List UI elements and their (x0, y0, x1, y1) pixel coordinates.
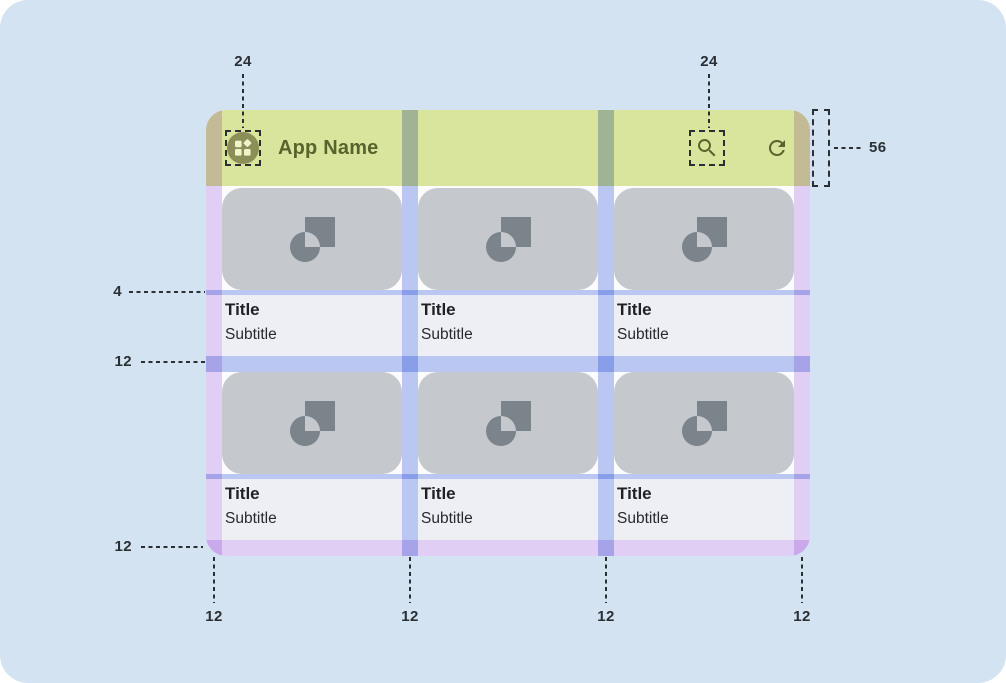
measure-line-12-bottom-left (141, 546, 203, 548)
measure-label-24-left: 24 (234, 53, 252, 70)
measure-line-24-right (708, 74, 710, 128)
image-placeholder-icon (289, 400, 335, 446)
card[interactable]: Title Subtitle (222, 186, 402, 356)
card-title: Title (225, 300, 260, 319)
app-logo-button[interactable] (227, 132, 259, 164)
card-subtitle: Subtitle (617, 326, 669, 343)
card-image-placeholder (222, 188, 402, 290)
measure-label-24-right: 24 (700, 53, 718, 70)
card-subtitle: Subtitle (421, 510, 473, 527)
measure-label-56: 56 (869, 139, 887, 156)
refresh-button[interactable] (764, 135, 790, 161)
measure-label-12-col-c: 12 (597, 608, 615, 625)
measure-label-12-row: 12 (114, 353, 132, 370)
app-mockup: App Name (206, 110, 810, 556)
measure-line-12-col-c (605, 557, 607, 603)
card-text: Title Subtitle (614, 295, 794, 356)
apps-logo-icon (235, 139, 252, 156)
measure-label-12-col-b: 12 (401, 608, 419, 625)
card-subtitle: Subtitle (617, 510, 669, 527)
measure-line-4 (129, 291, 205, 293)
measure-line-56 (834, 147, 861, 149)
card[interactable]: Title Subtitle (614, 186, 794, 356)
measure-line-12-col-a (213, 557, 215, 603)
measure-line-24-left (242, 74, 244, 128)
image-placeholder-icon (681, 216, 727, 262)
refresh-icon (768, 139, 785, 156)
bottom-margin-overlay (206, 540, 810, 556)
card-text: Title Subtitle (222, 295, 402, 356)
card-subtitle: Subtitle (225, 510, 277, 527)
card[interactable]: Title Subtitle (418, 356, 598, 540)
card[interactable]: Title Subtitle (614, 356, 794, 540)
card-title: Title (225, 484, 260, 503)
card-image-placeholder (418, 372, 598, 474)
card-grid: Title Subtitle Title Subtitle (222, 186, 794, 540)
measure-line-12-col-b (409, 557, 411, 603)
card-title: Title (421, 300, 456, 319)
image-placeholder-icon (289, 216, 335, 262)
measure-label-12-col-a: 12 (205, 608, 223, 625)
trailing-icon-measure-box (689, 130, 725, 166)
measure-line-12-row (141, 361, 205, 363)
card-title: Title (617, 484, 652, 503)
measure-label-12-col-d: 12 (793, 608, 811, 625)
card-text: Title Subtitle (418, 479, 598, 540)
card-subtitle: Subtitle (421, 326, 473, 343)
card-text: Title Subtitle (614, 479, 794, 540)
card-image-placeholder (418, 188, 598, 290)
leading-icon-measure-box (225, 130, 261, 166)
image-placeholder-icon (485, 216, 531, 262)
card-text: Title Subtitle (222, 479, 402, 540)
top-app-bar: App Name (206, 110, 810, 186)
image-placeholder-icon (485, 400, 531, 446)
search-icon[interactable] (695, 136, 719, 160)
card[interactable]: Title Subtitle (222, 356, 402, 540)
image-placeholder-icon (681, 400, 727, 446)
measure-label-12-bottom-left: 12 (114, 538, 132, 555)
card-image-placeholder (614, 372, 794, 474)
measure-line-12-col-d (801, 557, 803, 603)
card-subtitle: Subtitle (225, 326, 277, 343)
measure-bracket-56 (812, 109, 830, 187)
card-image-placeholder (614, 188, 794, 290)
card[interactable]: Title Subtitle (418, 186, 598, 356)
app-title: App Name (278, 136, 379, 159)
card-title: Title (421, 484, 456, 503)
card-text: Title Subtitle (418, 295, 598, 356)
measure-label-4: 4 (113, 283, 122, 300)
card-title: Title (617, 300, 652, 319)
card-image-placeholder (222, 372, 402, 474)
